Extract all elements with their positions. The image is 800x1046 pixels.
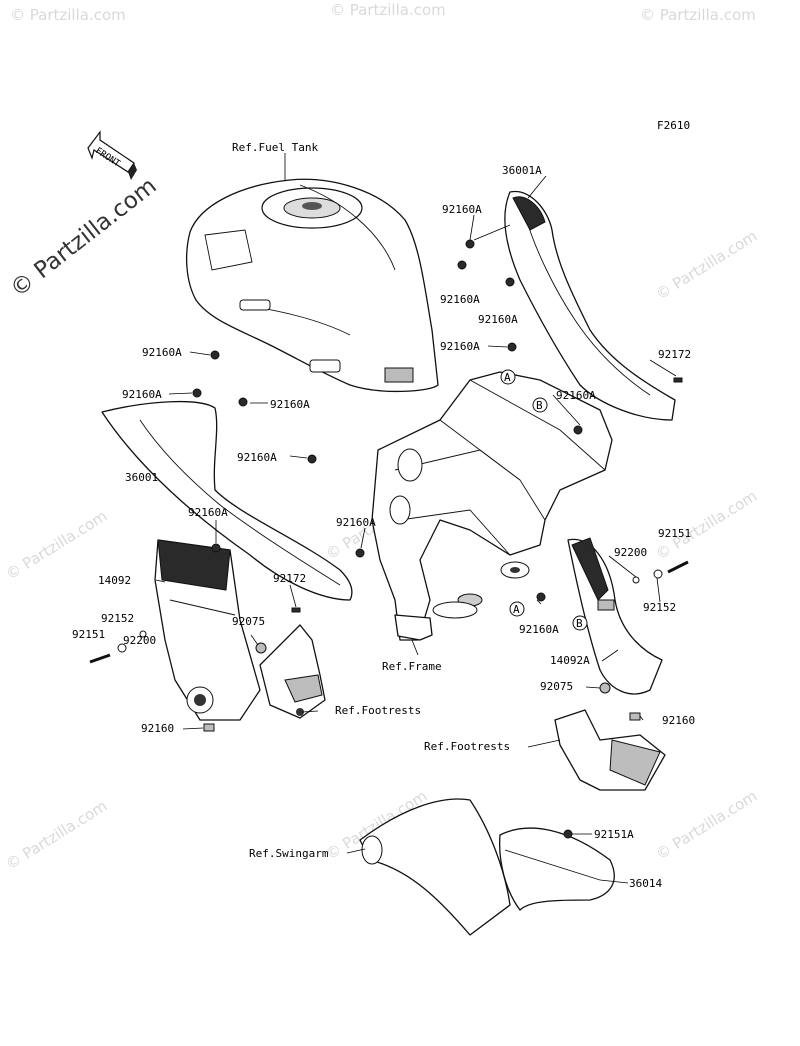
hardware-parts bbox=[89, 239, 689, 839]
label-92160A: 92160A bbox=[478, 313, 518, 326]
nut-icon bbox=[536, 592, 546, 602]
watermark-text: © Partzilla.com bbox=[3, 797, 111, 874]
callout-group: A B A B bbox=[500, 369, 588, 631]
grommet-icon bbox=[599, 682, 611, 694]
label-92160: 92160 bbox=[141, 722, 174, 735]
label-92152: 92152 bbox=[101, 612, 134, 625]
nut-icon bbox=[192, 388, 202, 398]
nut-icon bbox=[238, 397, 248, 407]
label-92200: 92200 bbox=[614, 546, 647, 559]
cowl-36001A-illustration bbox=[504, 190, 676, 421]
watermark-text: © Partzilla.com bbox=[330, 1, 446, 19]
label-92160A: 92160A bbox=[237, 451, 277, 464]
nut-icon bbox=[210, 350, 220, 360]
nut-icon bbox=[507, 342, 517, 352]
fuel-tank-illustration bbox=[186, 178, 439, 393]
cover-14092-illustration bbox=[154, 539, 261, 721]
watermark-text: © Partzilla.com bbox=[653, 487, 761, 564]
front-arrow-icon: FRONT bbox=[87, 130, 137, 180]
callout-a-label: A bbox=[513, 603, 520, 616]
watermark-main: © Partzilla.com bbox=[6, 173, 162, 303]
label-92151: 92151 bbox=[658, 527, 691, 540]
label-92172: 92172 bbox=[273, 572, 306, 585]
watermark-text: © Partzilla.com bbox=[10, 6, 126, 24]
figure-code: F2610 bbox=[657, 119, 690, 132]
label-92200: 92200 bbox=[123, 634, 156, 647]
nut-icon bbox=[465, 239, 475, 249]
label-92160A: 92160A bbox=[270, 398, 310, 411]
screw-icon bbox=[291, 607, 301, 613]
nut-icon bbox=[573, 425, 583, 435]
collar-icon bbox=[117, 643, 127, 653]
collar-icon bbox=[653, 569, 663, 579]
callout-b-circle bbox=[532, 397, 548, 413]
label-ref-footrests: Ref.Footrests bbox=[424, 740, 510, 753]
cowl-36001-illustration bbox=[101, 400, 353, 601]
nut-icon bbox=[307, 454, 317, 464]
nut-icon bbox=[457, 260, 467, 270]
watermark-text: © Partzilla.com bbox=[3, 507, 111, 584]
swingarm-illustration bbox=[359, 798, 615, 936]
label-92172: 92172 bbox=[658, 348, 691, 361]
callout-a-label: A bbox=[504, 371, 511, 384]
label-92160A: 92160A bbox=[336, 516, 376, 529]
leader-lines bbox=[155, 153, 677, 884]
nut-icon bbox=[505, 277, 515, 287]
label-92160A: 92160A bbox=[142, 346, 182, 359]
cover-14092A-illustration bbox=[567, 537, 663, 695]
watermark-text: © Partzilla.com bbox=[653, 787, 761, 864]
label-92160A: 92160A bbox=[188, 506, 228, 519]
label-ref-frame: Ref.Frame bbox=[382, 660, 442, 673]
label-92160: 92160 bbox=[662, 714, 695, 727]
part-labels: Ref.Fuel Tank 36001A 92160A 92160A 92160… bbox=[72, 141, 695, 890]
label-14092A: 14092A bbox=[550, 654, 590, 667]
label-92160A: 92160A bbox=[440, 340, 480, 353]
label-ref-fuel-tank: Ref.Fuel Tank bbox=[232, 141, 318, 154]
bolt-icon bbox=[667, 560, 689, 574]
screw-icon bbox=[673, 377, 683, 383]
bolt-icon bbox=[89, 653, 111, 664]
frame-illustration bbox=[371, 371, 613, 641]
footrest-left-illustration bbox=[259, 624, 326, 719]
label-36001A: 36001A bbox=[502, 164, 542, 177]
label-92160A: 92160A bbox=[122, 388, 162, 401]
grommet-icon bbox=[255, 642, 267, 654]
watermark-text: © Partzilla.com bbox=[640, 6, 756, 24]
label-92160A: 92160A bbox=[519, 623, 559, 636]
label-36014: 36014 bbox=[629, 877, 662, 890]
callout-b-label: B bbox=[576, 617, 583, 630]
damper-icon bbox=[203, 723, 215, 732]
footrest-right-illustration bbox=[554, 709, 666, 791]
label-92152: 92152 bbox=[643, 601, 676, 614]
bolt-icon bbox=[563, 829, 573, 839]
watermark-text: © Partzilla.com bbox=[653, 227, 761, 304]
label-92075: 92075 bbox=[232, 615, 265, 628]
label-92160A: 92160A bbox=[442, 203, 482, 216]
label-92151A: 92151A bbox=[594, 828, 634, 841]
nut-icon bbox=[211, 543, 221, 553]
callout-a-circle bbox=[500, 369, 516, 385]
label-ref-swingarm: Ref.Swingarm bbox=[249, 847, 329, 860]
washer-icon bbox=[139, 630, 147, 638]
label-92075: 92075 bbox=[540, 680, 573, 693]
label-36001: 36001 bbox=[125, 471, 158, 484]
callout-a-circle bbox=[509, 601, 525, 617]
damper-icon bbox=[629, 712, 641, 721]
washer-icon bbox=[632, 576, 640, 584]
label-ref-footrests: Ref.Footrests bbox=[335, 704, 421, 717]
label-92160A: 92160A bbox=[556, 389, 596, 402]
nut-icon bbox=[355, 548, 365, 558]
label-14092: 14092 bbox=[98, 574, 131, 587]
label-92151: 92151 bbox=[72, 628, 105, 641]
label-92160A: 92160A bbox=[440, 293, 480, 306]
callout-b-label: B bbox=[536, 399, 543, 412]
callout-b-circle bbox=[572, 615, 588, 631]
